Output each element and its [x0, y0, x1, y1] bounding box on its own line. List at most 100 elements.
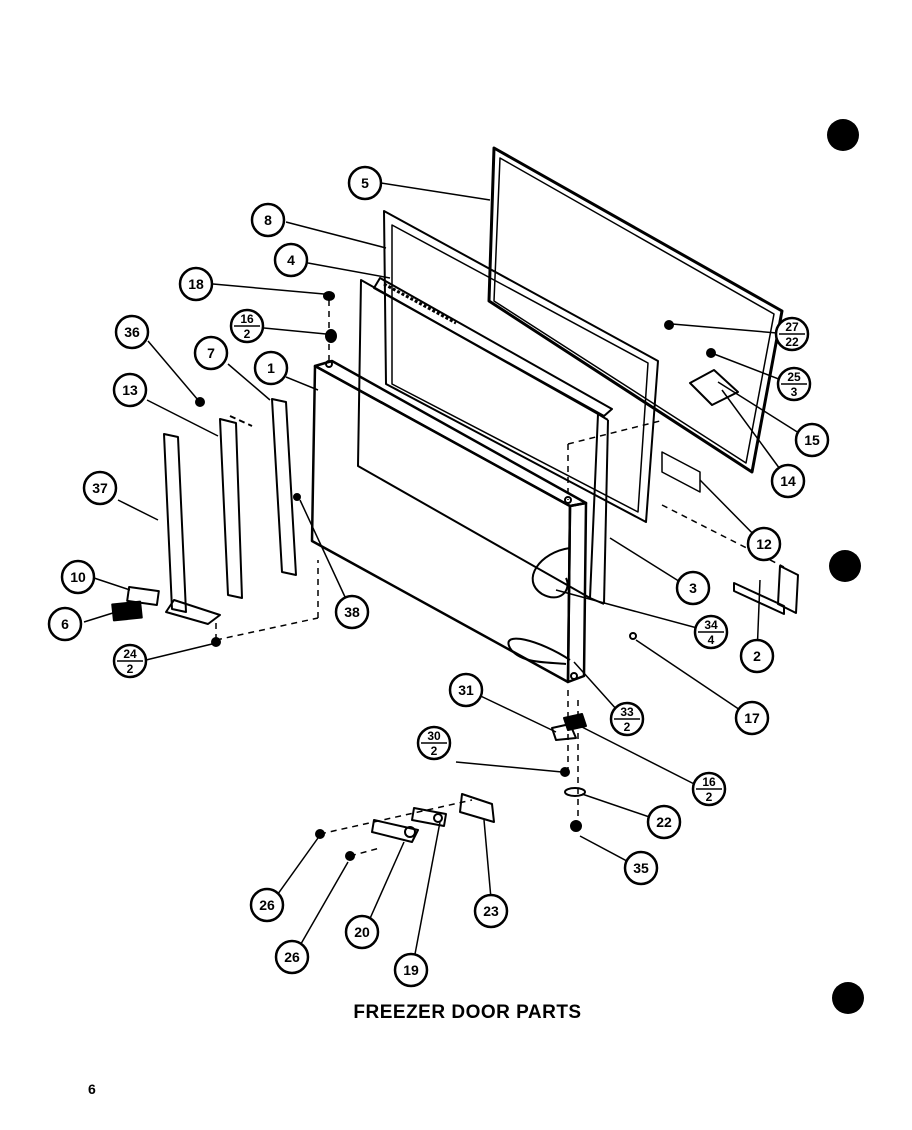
callout-circle	[250, 202, 286, 238]
callout-circle	[274, 939, 310, 975]
callout-label: 26	[284, 949, 300, 965]
callout-circle	[249, 887, 285, 923]
callout-label: 12	[756, 536, 772, 552]
trim-clip-part	[126, 585, 160, 607]
callout-circle	[734, 700, 770, 736]
callout-label: 15	[804, 432, 820, 448]
callout-circle	[473, 893, 509, 929]
callout-group: 5841816236711337106242382722253151412323…	[47, 165, 830, 988]
callout-label: 3	[689, 580, 697, 596]
callout-35: 35	[623, 850, 659, 886]
handle-parts	[163, 398, 297, 625]
door-liner-part	[383, 210, 659, 523]
callout-label: 5	[361, 175, 369, 191]
callout-label: 1	[267, 360, 275, 376]
callout-37: 37	[82, 470, 118, 506]
cam-part	[551, 723, 577, 741]
callout-label: 27	[785, 320, 799, 334]
callout-20: 20	[344, 914, 380, 950]
callout-label: 26	[259, 897, 275, 913]
callout-circle	[347, 165, 383, 201]
callout-24: 242	[112, 643, 148, 679]
callout-circle	[675, 570, 711, 606]
callout-circle	[82, 470, 118, 506]
callout-label: 34	[704, 618, 718, 632]
callout-circle	[739, 638, 775, 674]
callout-circle	[794, 422, 830, 458]
right-hinge-part	[733, 565, 799, 615]
callout-17: 17	[734, 700, 770, 736]
callout-label: 17	[744, 710, 760, 726]
callout-label: 30	[427, 729, 441, 743]
callout-label: 31	[458, 682, 474, 698]
trim-cap-part	[111, 600, 143, 622]
callout-quantity: 2	[127, 662, 134, 676]
bottom-hinge-parts	[371, 793, 495, 843]
callout-label: 23	[483, 903, 499, 919]
callout-15: 15	[794, 422, 830, 458]
callout-7: 7	[193, 335, 229, 371]
callout-circle	[334, 594, 370, 630]
callout-circle	[60, 559, 96, 595]
callout-36: 36	[114, 314, 150, 350]
callout-label: 14	[780, 473, 796, 489]
callout-quantity: 2	[244, 327, 251, 341]
top-hinge-part	[689, 369, 739, 406]
callout-22: 22	[646, 804, 682, 840]
callout-circle	[112, 372, 148, 408]
callout-circle	[273, 242, 309, 278]
callout-26: 26	[274, 939, 310, 975]
callout-label: 38	[344, 604, 360, 620]
callout-2: 2	[739, 638, 775, 674]
callout-label: 22	[656, 814, 672, 830]
callout-label: 8	[264, 212, 272, 228]
callout-circle	[114, 314, 150, 350]
callout-label: 33	[620, 705, 634, 719]
callout-26: 26	[249, 887, 285, 923]
callout-1: 1	[253, 350, 289, 386]
callout-label: 4	[287, 252, 295, 268]
callout-circle	[746, 526, 782, 562]
callout-label: 16	[702, 775, 716, 789]
callout-circle	[193, 335, 229, 371]
outer-door-panel	[310, 359, 588, 684]
callout-16: 162	[229, 308, 265, 344]
callout-circle	[393, 952, 429, 988]
callout-label: 20	[354, 924, 370, 940]
callout-label: 6	[61, 616, 69, 632]
breaker-part	[373, 277, 613, 417]
callout-label: 7	[207, 345, 215, 361]
callout-34: 344	[693, 614, 729, 650]
callout-label: 13	[122, 382, 138, 398]
callout-label: 16	[240, 312, 254, 326]
callout-label: 25	[787, 370, 801, 384]
callout-12: 12	[746, 526, 782, 562]
callout-13: 13	[112, 372, 148, 408]
callout-8: 8	[250, 202, 286, 238]
callout-circle	[253, 350, 289, 386]
gasket-part	[487, 146, 784, 474]
binder-hole-bottom	[832, 982, 864, 1014]
callout-quantity: 2	[624, 720, 631, 734]
binder-hole-middle	[829, 550, 861, 582]
callout-19: 19	[393, 952, 429, 988]
callout-circle	[47, 606, 83, 642]
callout-quantity: 3	[791, 385, 798, 399]
wire-loop-upper	[531, 547, 571, 599]
callout-label: 18	[188, 276, 204, 292]
callout-4: 4	[273, 242, 309, 278]
callout-label: 10	[70, 569, 86, 585]
callout-3: 3	[675, 570, 711, 606]
callout-circle	[770, 463, 806, 499]
callout-quantity: 22	[785, 335, 799, 349]
callout-circle	[448, 672, 484, 708]
callout-label: 35	[633, 860, 649, 876]
callout-label: 37	[92, 480, 108, 496]
alignment-lines	[215, 300, 785, 857]
diagram-title: FREEZER DOOR PARTS	[353, 1002, 582, 1023]
callout-circle	[623, 850, 659, 886]
callout-38: 38	[334, 594, 370, 630]
callout-14: 14	[770, 463, 806, 499]
